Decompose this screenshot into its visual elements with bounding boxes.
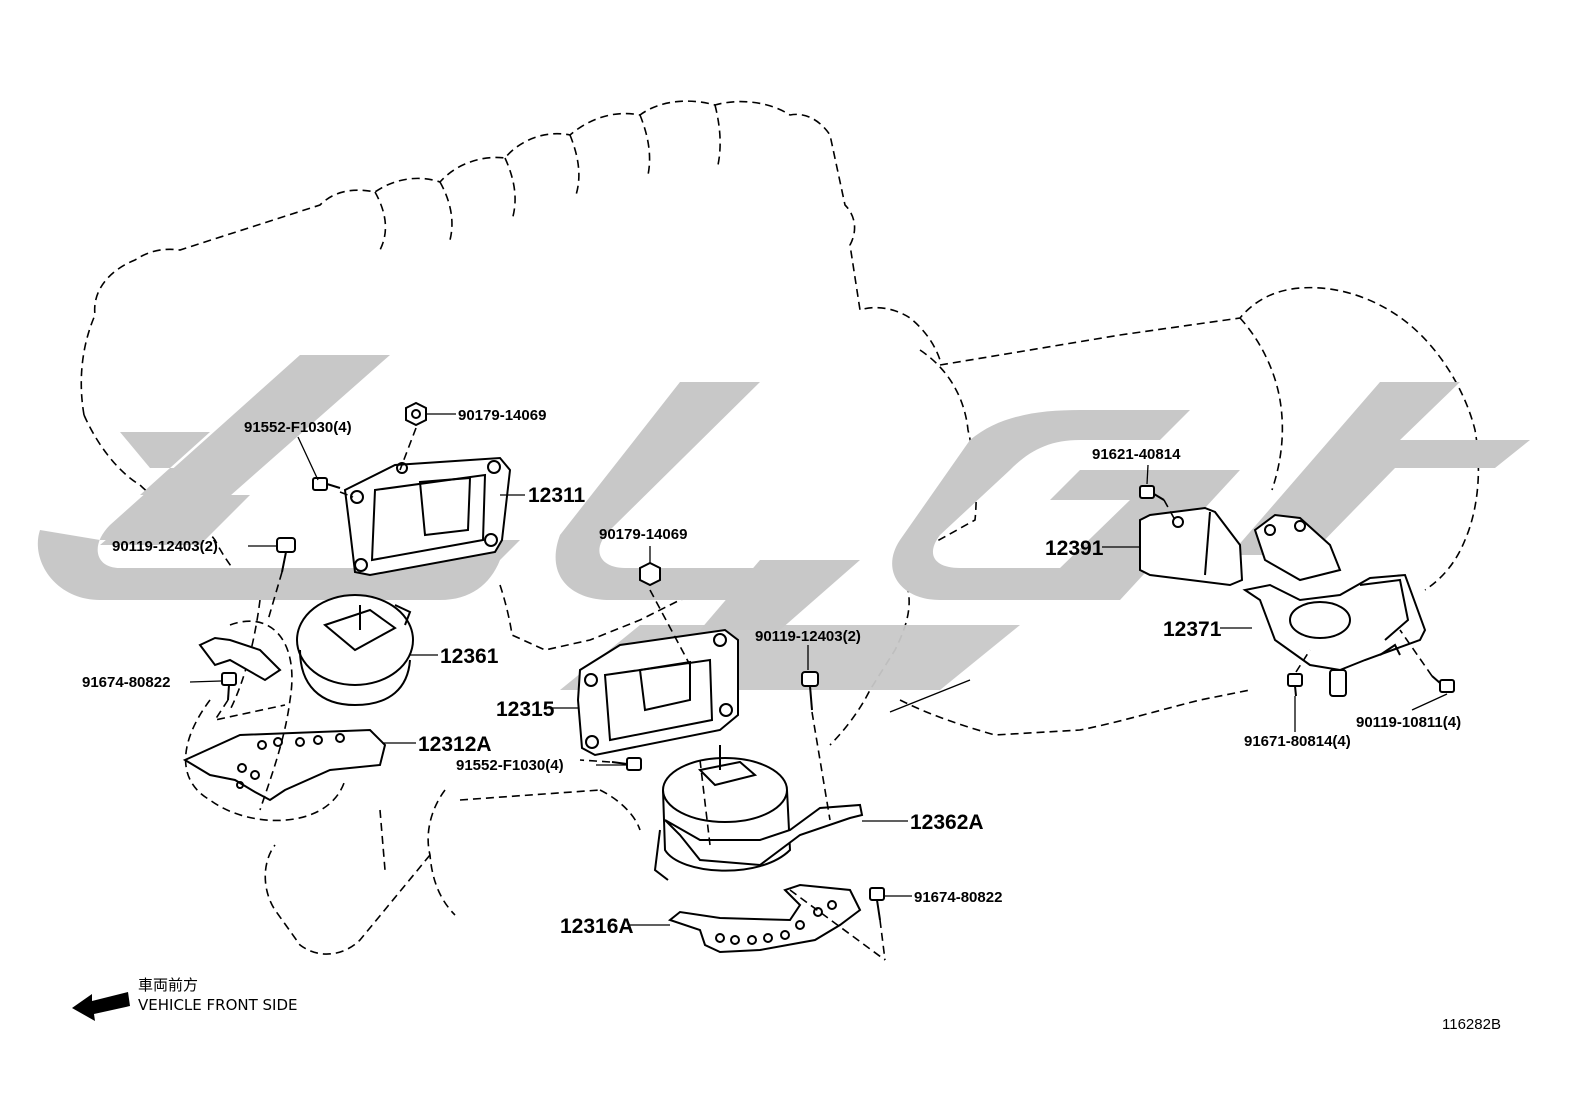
- part-label-12316A: 12316A: [560, 915, 634, 938]
- front-label-jp: 車両前方: [138, 976, 198, 994]
- bolt-90119-c: [1431, 675, 1455, 693]
- part-labels: 12311 12361 12312A 12315 12362A 12316A 1…: [418, 484, 1222, 938]
- bolt-91671: [1287, 673, 1303, 697]
- bolt-91552-a: [312, 477, 341, 491]
- fastener-label-90119-a: 90119-12403(2): [112, 538, 218, 555]
- nut-90179-a: [405, 401, 427, 427]
- plate-12316A: [667, 883, 862, 954]
- part-label-12391: 12391: [1045, 537, 1104, 560]
- fastener-label-90179-a: 90179-14069: [458, 407, 546, 424]
- bracket-12391: [1139, 506, 1244, 587]
- fasteners: [221, 401, 1455, 921]
- figure-reference: 116282B: [1442, 1016, 1501, 1033]
- fastener-label-91621: 91621-40814: [1092, 446, 1181, 463]
- fastener-labels: 91552-F1030(4) 90179-14069 90119-12403(2…: [82, 407, 1461, 906]
- fastener-label-91671: 91671-80814(4): [1244, 733, 1351, 750]
- part-label-12362A: 12362A: [910, 811, 984, 834]
- mount-12361: [296, 594, 414, 707]
- plate-12312A: [182, 620, 387, 822]
- part-label-12315: 12315: [496, 698, 555, 721]
- fastener-label-91552-b: 91552-F1030(4): [456, 757, 564, 774]
- part-label-12312A: 12312A: [418, 733, 492, 756]
- mount-12371: [1242, 513, 1427, 697]
- fastener-label-91674-a: 91674-80822: [82, 674, 170, 691]
- bolt-90119-b: [801, 671, 819, 711]
- bolt-91552-b: [611, 757, 642, 771]
- bracket-12315: [576, 628, 739, 757]
- part-label-12371: 12371: [1163, 618, 1222, 641]
- bracket-12311: [343, 456, 512, 577]
- assembly-lines: [213, 427, 1433, 961]
- front-label-en: VEHICLE FRONT SIDE: [138, 996, 298, 1014]
- bolt-90119-a: [276, 537, 296, 573]
- transmission-outline: [889, 286, 1480, 736]
- leader-lines: [189, 413, 1448, 926]
- part-label-12311: 12311: [528, 484, 586, 507]
- fastener-label-90179-b: 90179-14069: [599, 526, 687, 543]
- fastener-label-90119-c: 90119-10811(4): [1356, 714, 1461, 731]
- front-arrow-icon: [72, 992, 130, 1021]
- nut-90179-b: [639, 561, 661, 587]
- vehicle-front-indicator: 車両前方 VEHICLE FRONT SIDE: [72, 976, 298, 1021]
- bolt-91674-b: [869, 887, 885, 921]
- fastener-label-91674-b: 91674-80822: [914, 889, 1002, 906]
- fastener-label-90119-b: 90119-12403(2): [755, 628, 861, 645]
- fastener-label-91552-a: 91552-F1030(4): [244, 419, 352, 436]
- part-label-12361: 12361: [440, 645, 499, 668]
- mount-12362A: [653, 745, 864, 881]
- bolt-91674-a: [221, 672, 237, 701]
- bolt-91621: [1139, 485, 1165, 501]
